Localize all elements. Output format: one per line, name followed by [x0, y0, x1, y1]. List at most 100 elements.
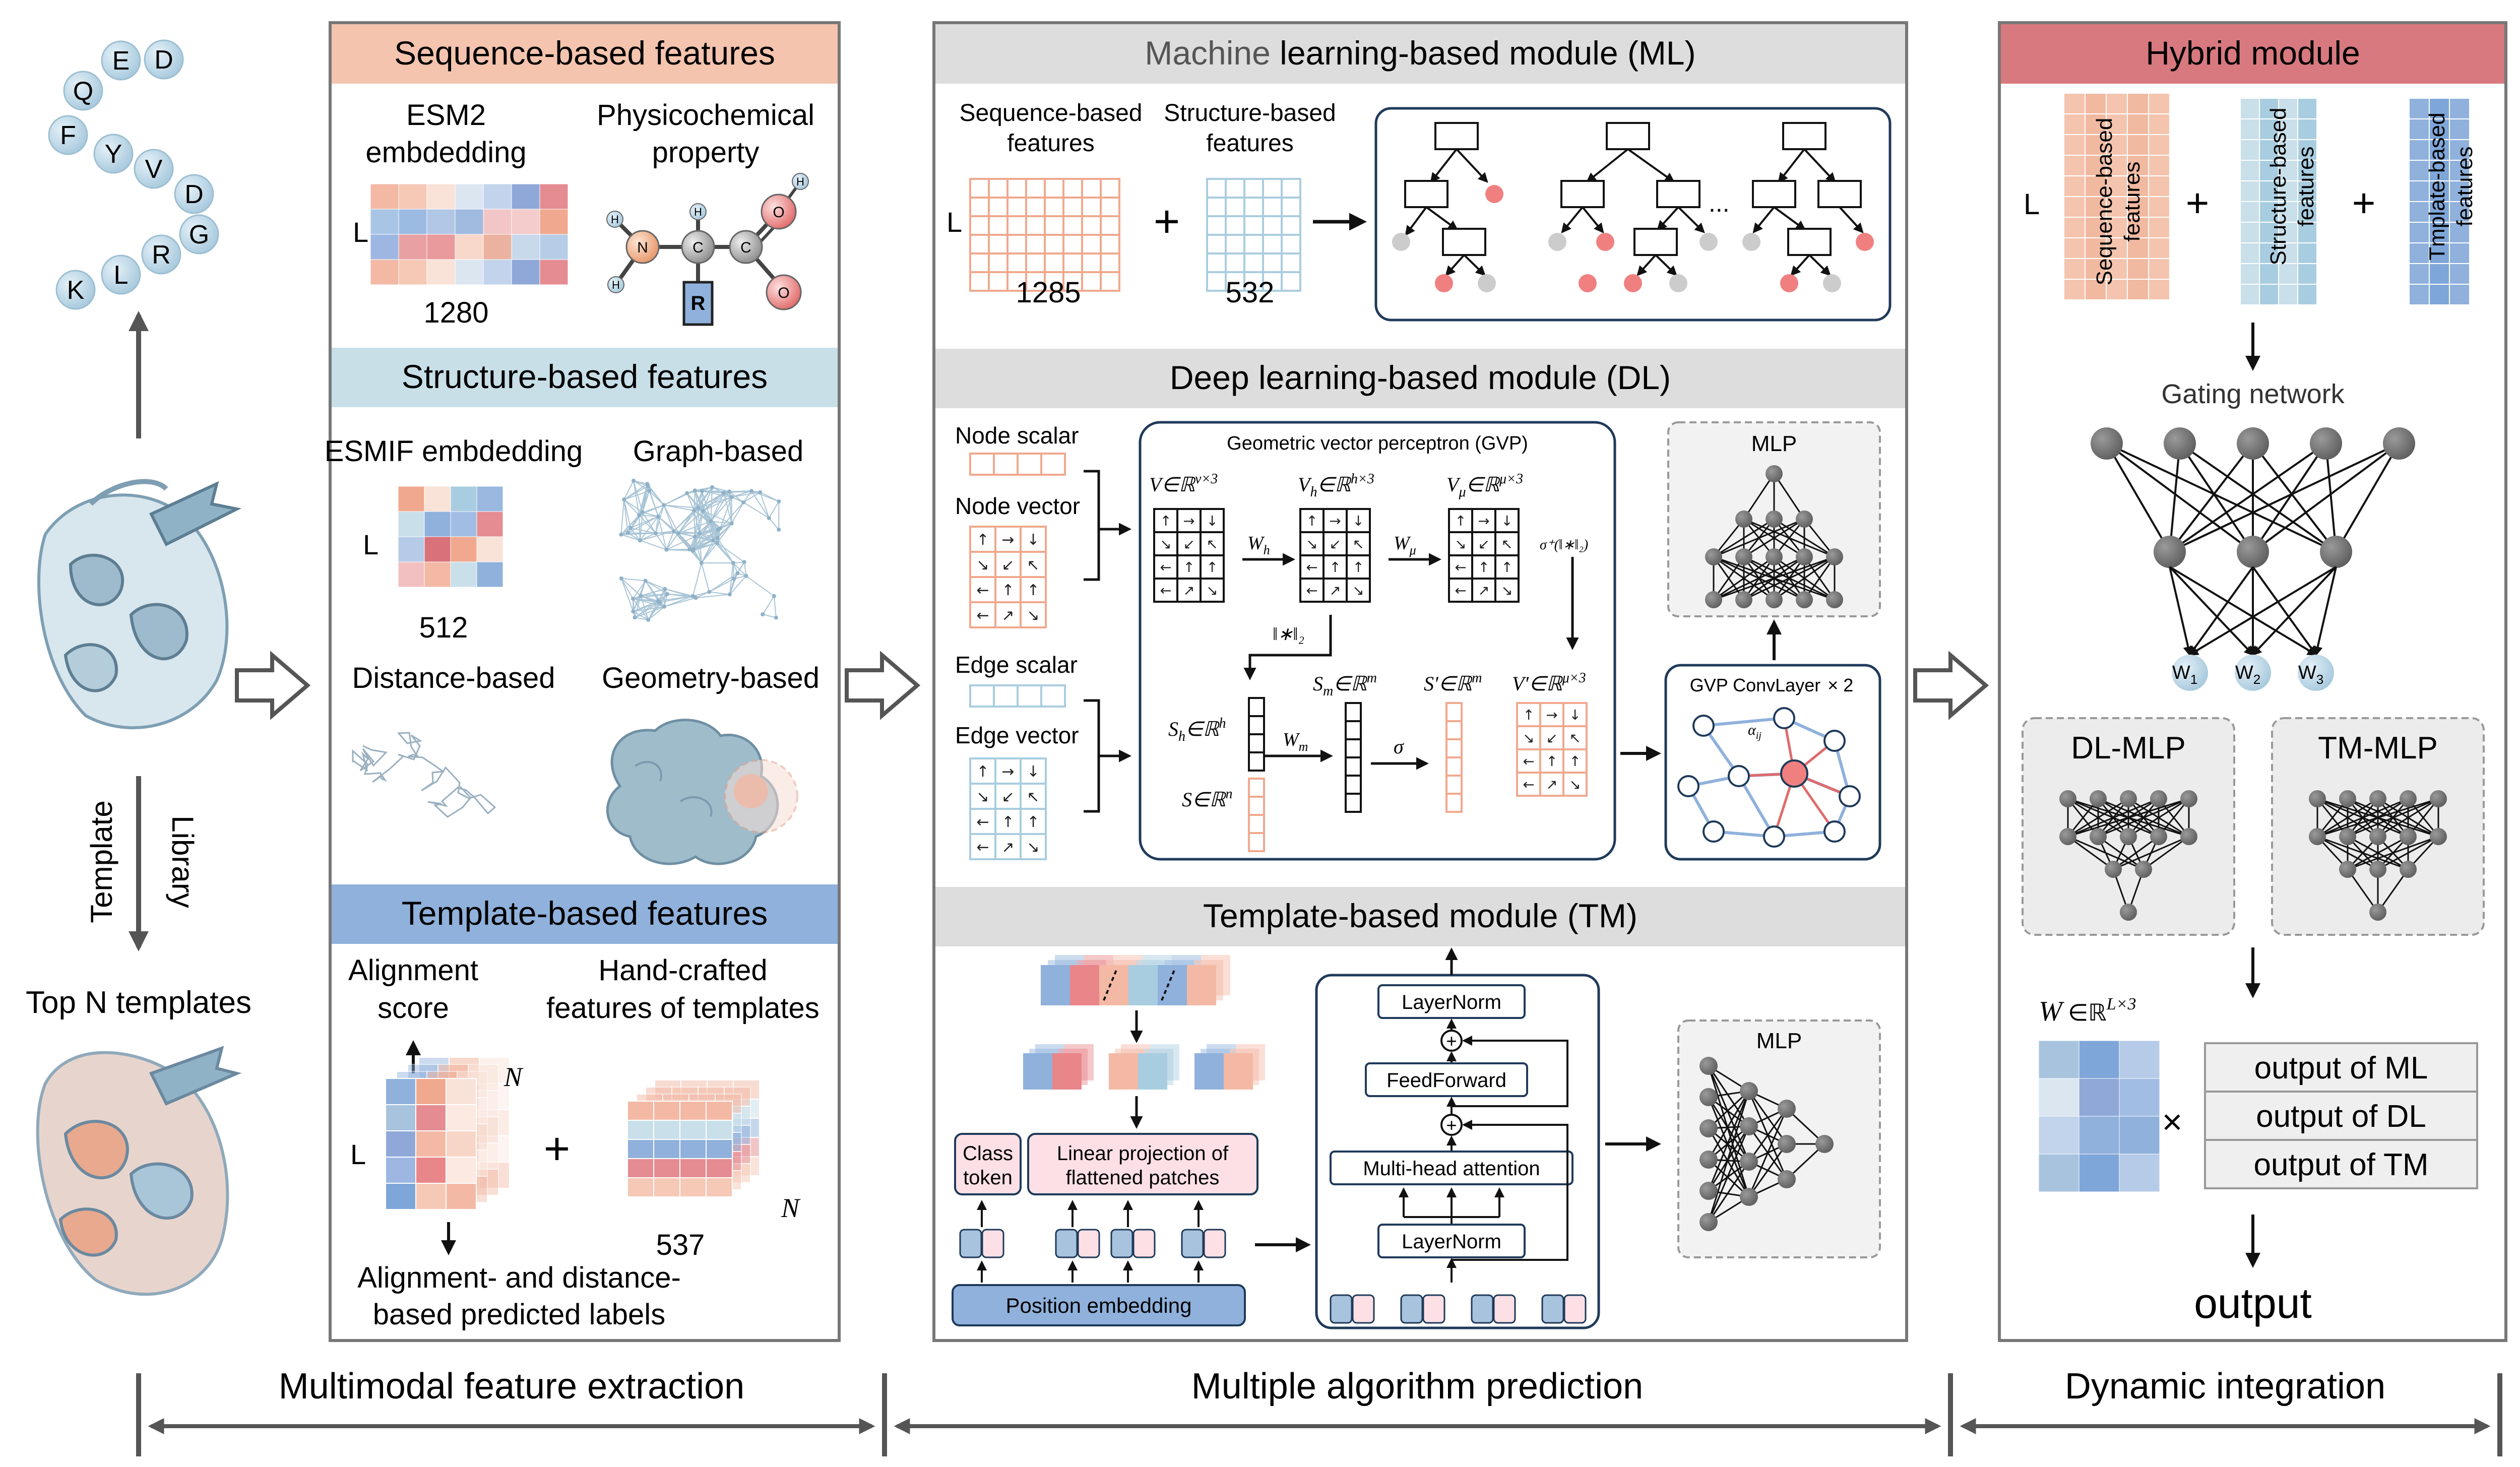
feedforward-label: FeedForward — [1387, 1069, 1506, 1092]
atom-C-carbonyl: C — [740, 239, 751, 256]
tm-split-patches — [1023, 1044, 1265, 1090]
ml-L-label: L — [947, 206, 962, 238]
hybrid-plus-2: + — [2352, 180, 2376, 225]
atom-O-2: O — [778, 285, 789, 301]
gvp-Vmu-label: Vμ∈ℝμ×3 — [1446, 471, 1523, 500]
svg-text:↑: ↑ — [1001, 813, 1014, 831]
stage-dividers — [136, 1373, 2502, 1456]
svg-text:↑: ↑ — [1027, 813, 1039, 831]
sp-label: S′∈ℝm — [1424, 670, 1482, 695]
gvp-box — [1139, 421, 1616, 861]
sh-vector — [1248, 697, 1265, 772]
tm-module-title: Template-based module (TM) — [1203, 897, 1637, 934]
svg-text:↙: ↙ — [1183, 536, 1194, 552]
svg-text:↙: ↙ — [1001, 556, 1014, 574]
svg-text:↑: ↑ — [976, 763, 989, 781]
svg-text:↗: ↗ — [1546, 776, 1557, 793]
svg-text:G: G — [189, 220, 209, 249]
svg-text:↓: ↓ — [1501, 513, 1513, 529]
hybrid-tmpl-features — [2409, 98, 2470, 305]
predicted-labels-label-1: Alignment- and distance- — [357, 1261, 681, 1294]
final-output-label: output — [2194, 1280, 2312, 1327]
hybrid-plus-1: + — [2186, 180, 2210, 225]
esm2-L-label: L — [353, 216, 368, 248]
svg-text:←: ← — [1306, 582, 1317, 599]
svg-text:↘: ↘ — [1523, 730, 1534, 746]
svg-text:↖: ↖ — [1501, 536, 1513, 552]
template-plus: + — [544, 1124, 571, 1174]
flow-arrow-3 — [1913, 651, 1989, 720]
svg-text:↙: ↙ — [1546, 730, 1557, 746]
template-features-header — [332, 884, 838, 944]
handcrafted-stack — [627, 1079, 760, 1197]
gvp-Vh-label: Vh∈ℝh×3 — [1298, 471, 1374, 500]
layernorm-bottom-box — [1377, 1224, 1526, 1258]
svg-text:↑: ↑ — [976, 531, 989, 549]
svg-text:↗: ↗ — [1001, 839, 1014, 856]
sm-label: Sm∈ℝm — [1313, 670, 1377, 699]
svg-text:←: ← — [1306, 559, 1317, 576]
edge-scalar-bar — [969, 684, 1066, 708]
svg-text:↖: ↖ — [1027, 788, 1039, 806]
alignment-stack — [385, 1057, 510, 1210]
svg-text:↘: ↘ — [1352, 582, 1364, 599]
residue-d-6: D — [174, 174, 214, 214]
svg-text:↑: ↑ — [1306, 513, 1317, 529]
class-token-box — [954, 1133, 1022, 1195]
protein-structure-image — [37, 479, 242, 730]
template-features-title: Template-based features — [402, 895, 768, 932]
gvp-Vmu-grid: ↑→↓↘↙↖←↑↑←↗↘ — [1448, 508, 1520, 603]
stage2-label: Multiple algorithm prediction — [1191, 1366, 1643, 1407]
svg-text:↑: ↑ — [1478, 559, 1489, 576]
handcrafted-label-1: Hand-crafted — [598, 954, 767, 987]
svg-text:Y: Y — [105, 140, 122, 169]
ml-plus: + — [1154, 197, 1180, 247]
amino-acid-diagram: N C C O O H H H H R — [606, 173, 809, 326]
svg-text:↑: ↑ — [1546, 753, 1557, 770]
library-label: Library — [166, 815, 200, 908]
template-structures-image — [36, 1046, 242, 1296]
ml-seq-grid — [969, 178, 1120, 292]
distance-trace-image — [352, 732, 496, 818]
linear-projection-label-1: Linear projection of — [1057, 1142, 1229, 1165]
residue-l-9: L — [101, 254, 141, 295]
svg-text:↖: ↖ — [1206, 536, 1218, 552]
svg-text:←: ← — [976, 839, 989, 856]
atom-N: N — [637, 239, 648, 256]
tm-token-pairs — [959, 1200, 1226, 1283]
residue-r-8: R — [141, 234, 181, 275]
node-scalar-bar — [969, 453, 1066, 476]
output-dl-label: output of DL — [2256, 1099, 2426, 1134]
svg-text:↗: ↗ — [1183, 582, 1194, 599]
position-embedding-label: Position embedding — [1006, 1294, 1192, 1317]
svg-text:↑: ↑ — [1352, 559, 1364, 576]
dl-module-title: Deep learning-based module (DL) — [1170, 359, 1671, 396]
flow-arrow-1 — [235, 651, 311, 720]
svg-text:↑: ↑ — [1160, 513, 1171, 529]
weight-matrix — [2038, 1040, 2160, 1192]
dl-mlp-hybrid-network — [2059, 790, 2197, 921]
protein-surface-image — [606, 719, 798, 865]
esmif-label: ESMIF embdedding — [325, 435, 583, 468]
svg-text:D: D — [154, 45, 173, 75]
wm-label: Wm — [1283, 729, 1308, 754]
sigma-plus-label: σ⁺(‖∗‖₂) — [1540, 537, 1588, 553]
structure-features-header — [332, 348, 838, 407]
residue-e-1: E — [101, 40, 141, 81]
atom-H-2: H — [611, 213, 619, 226]
atom-R: R — [691, 292, 706, 314]
handcrafted-N-label: N — [781, 1193, 801, 1223]
svg-text:→: → — [1329, 513, 1341, 529]
residue-q-0: Q — [63, 71, 103, 111]
feedforward-box — [1365, 1062, 1528, 1097]
gvp-title: Geometric vector perceptron (GVP) — [1227, 433, 1528, 454]
svg-text:↑: ↑ — [1001, 582, 1014, 599]
sequence-features-title: Sequence-based features — [394, 34, 775, 72]
svg-text:↓: ↓ — [1206, 513, 1218, 529]
svg-text:D: D — [184, 180, 204, 209]
alignment-N-label: N — [503, 1062, 524, 1092]
edge-vector-label: Edge vector — [955, 722, 1079, 748]
svg-text:→: → — [1001, 763, 1014, 781]
